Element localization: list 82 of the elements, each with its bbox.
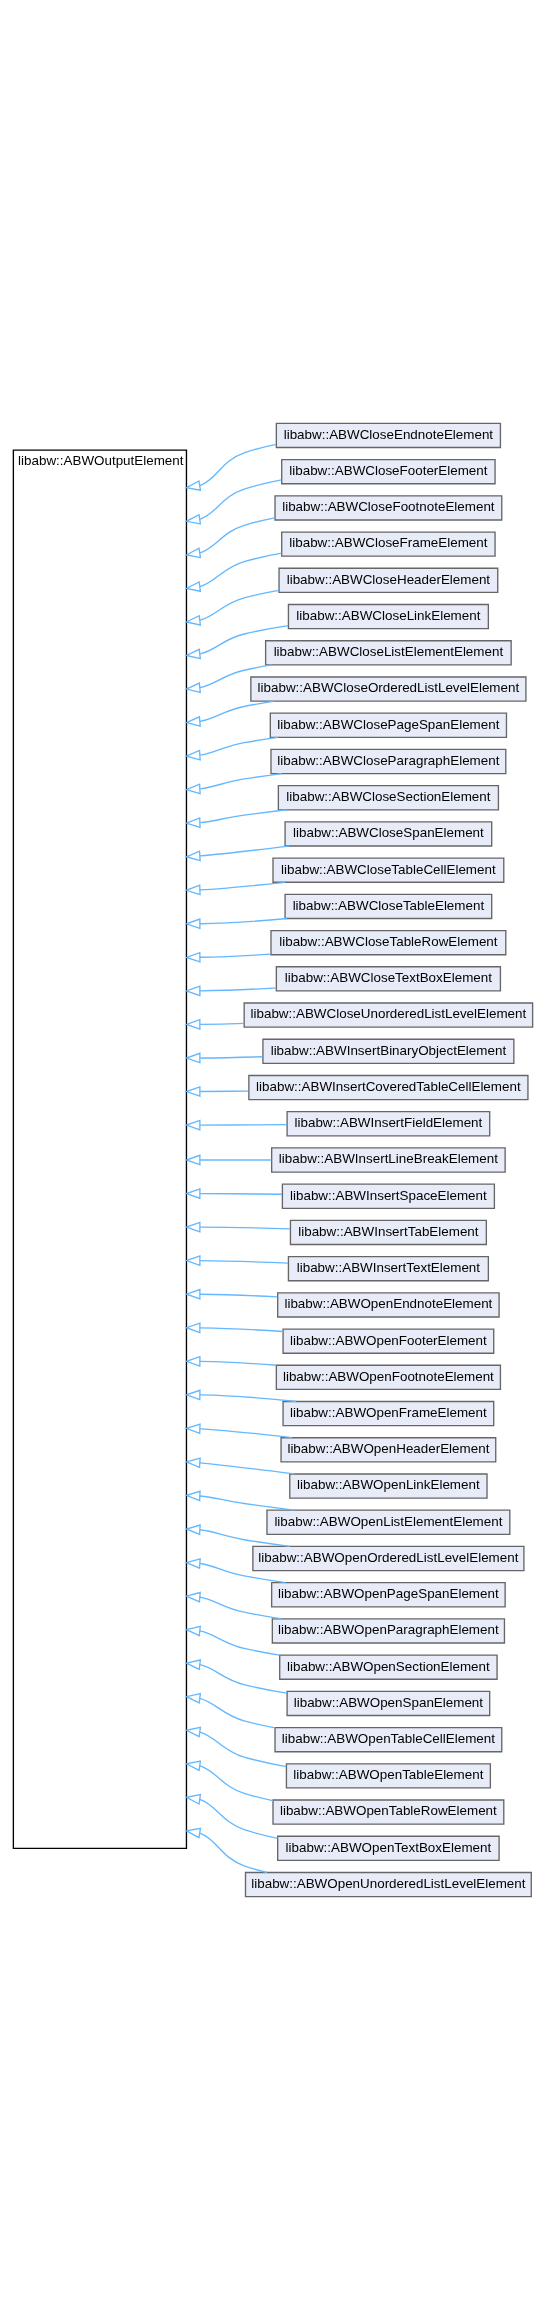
node-box: libabw::ABWOpenSectionElement [279, 1654, 498, 1680]
arrow [184, 1827, 268, 1874]
arrow [184, 1288, 278, 1300]
arrow [184, 517, 276, 559]
arrow [184, 772, 283, 795]
arrow [184, 700, 276, 728]
arrow [184, 1793, 279, 1839]
node-box: libabw::ABWOpenParagraphElement [271, 1618, 506, 1644]
arrow [184, 624, 289, 660]
node-box: libabw::ABWOpenTableRowElement [272, 1799, 505, 1825]
arrow [184, 1490, 295, 1511]
node-box: libabw::ABWOpenOrderedListLevelElement [252, 1545, 525, 1572]
arrow [184, 1255, 289, 1267]
arrow [184, 736, 279, 761]
node-box: libabw::ABWCloseOrderedListLevelElement [250, 676, 527, 702]
node-box: libabw::ABWClosePageSpanElement [269, 712, 508, 738]
arrow [184, 985, 277, 997]
node-box: libabw::ABWOpenEndnoteElement [277, 1292, 500, 1318]
node-box: libabw::ABWCloseEndnoteElement [275, 422, 502, 449]
node-box: libabw::ABWInsertBinaryObjectElement [262, 1038, 515, 1065]
arrow [184, 1018, 245, 1031]
node-box: libabw::ABWCloseTextBoxElement [275, 966, 502, 992]
arrow [184, 1726, 287, 1768]
arrow [184, 1154, 273, 1166]
arrow [184, 951, 272, 963]
arrow [184, 881, 286, 896]
node-box: libabw::ABWOpenLinkElement [289, 1473, 488, 1499]
node-box: libabw::ABWOpenTableCellElement [274, 1726, 503, 1753]
arrow [184, 1524, 291, 1548]
node-box: libabw::ABWInsertTextElement [287, 1255, 490, 1282]
node-box: libabw::ABWOpenUnorderedListLevelElement [244, 1871, 532, 1898]
node-box: libabw::ABWOpenListElementElement [266, 1509, 511, 1535]
node-box: libabw::ABWInsertSpaceElement [281, 1183, 496, 1209]
node-box: libabw::ABWCloseFootnoteElement [274, 495, 503, 521]
node-box: libabw::ABWInsertLineBreakElement [271, 1147, 506, 1173]
arrow [184, 1423, 293, 1439]
arrow [184, 917, 288, 930]
arrow [184, 1322, 284, 1334]
node-box: libabw::ABWOpenHeaderElement [280, 1437, 497, 1463]
arrow [184, 1119, 288, 1131]
arrow [184, 1591, 283, 1620]
arrow [184, 1692, 276, 1729]
arrow [184, 589, 280, 626]
node-box: libabw::ABWCloseFrameElement [281, 531, 496, 557]
node-box: libabw::ABWInsertTabElement [289, 1219, 487, 1246]
node-box: libabw::ABWInsertFieldElement [286, 1111, 491, 1137]
arrow [184, 1457, 296, 1475]
arrow [184, 1221, 291, 1233]
arrow [184, 1557, 287, 1584]
node-box: libabw::ABWOpenFrameElement [282, 1400, 495, 1427]
node-box: libabw::ABWCloseHeaderElement [278, 567, 499, 594]
node-box: libabw::ABWOpenSpanElement [286, 1690, 491, 1717]
node-box: libabw::ABWOpenFooterElement [282, 1328, 495, 1354]
arrow [184, 1389, 298, 1403]
arrow [184, 1085, 250, 1098]
node-box: libabw::ABWOpenPageSpanElement [271, 1582, 506, 1608]
arrow [184, 552, 283, 593]
node-box: libabw::ABWOpenFootnoteElement [275, 1364, 502, 1391]
node-box: libabw::ABWCloseTableRowElement [270, 929, 507, 956]
arrow [184, 1187, 283, 1200]
node-box: libabw::ABWCloseTableElement [284, 893, 493, 920]
arrow [184, 1052, 264, 1064]
node-box: libabw::ABWCloseFooterElement [281, 458, 496, 485]
arrow [184, 809, 287, 829]
node-box: libabw::ABWCloseSectionElement [277, 785, 500, 811]
node-box: libabw::ABWCloseListElementElement [264, 640, 512, 666]
arrow [184, 664, 273, 694]
arrow [184, 443, 277, 492]
node-box: libabw::ABWCloseUnorderedListLevelElement [243, 1002, 534, 1028]
arrow [184, 845, 290, 862]
node-box: libabw::ABWCloseLinkElement [287, 603, 490, 630]
node-box: libabw::ABWInsertCoveredTableCellElement [248, 1074, 529, 1101]
arrow [184, 1659, 288, 1694]
node-box: libabw::ABWCloseTableCellElement [272, 857, 505, 883]
node-box: libabw::ABWCloseParagraphElement [270, 748, 507, 775]
node-box: libabw::ABWOpenTextBoxElement [277, 1835, 500, 1862]
node-box: libabw::ABWOpenTableElement [285, 1763, 492, 1789]
arrow [184, 1625, 281, 1656]
arrow [184, 479, 283, 525]
node-box: libabw::ABWCloseSpanElement [284, 821, 493, 847]
arrow [184, 1355, 277, 1368]
arrow [184, 1760, 274, 1802]
